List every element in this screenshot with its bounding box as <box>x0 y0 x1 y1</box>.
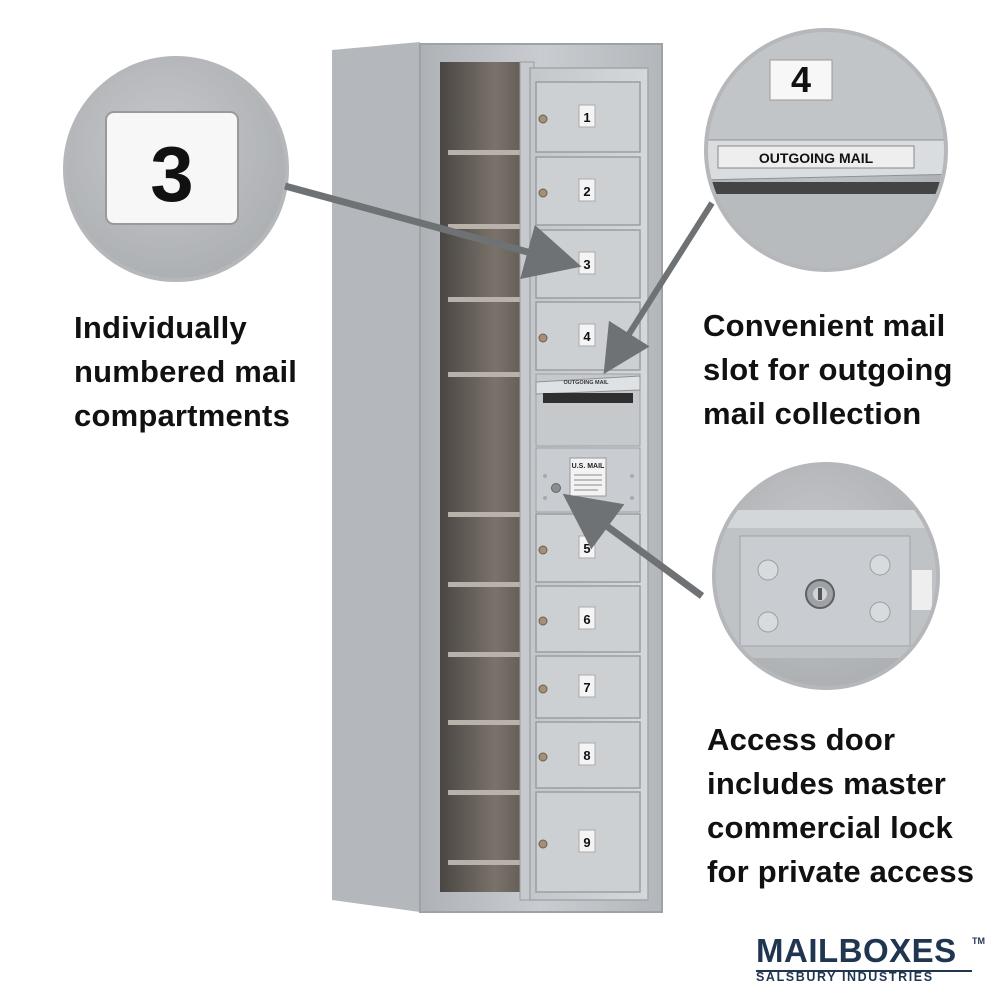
slot-label: OUTGOING MAIL <box>564 380 610 386</box>
zoom-slot-digit: 4 <box>791 59 811 100</box>
interior-shelf <box>448 720 522 725</box>
compartment-number: 8 <box>583 748 590 763</box>
compartment-lock <box>538 684 548 694</box>
compartment-number: 2 <box>583 184 590 199</box>
interior-shelf <box>448 224 522 229</box>
caption-line: mail collection <box>703 396 922 431</box>
compartment-door: 8 <box>535 721 641 789</box>
compartment-lock <box>538 114 548 124</box>
caption-line: slot for outgoing <box>703 352 953 387</box>
callout-arrows <box>284 182 715 599</box>
compartment-number: 3 <box>583 257 590 272</box>
compartment-door: 9 <box>535 791 641 893</box>
caption-line: numbered mail <box>74 354 298 389</box>
caption-line: Access door <box>707 722 896 757</box>
caption-line: Convenient mail <box>703 308 946 343</box>
caption-line: commercial lock <box>707 810 953 845</box>
interior-shelf <box>448 150 522 155</box>
compartment-door: 7 <box>535 655 641 719</box>
arrow-to-lock <box>562 493 705 599</box>
compartment-number: 6 <box>583 612 590 627</box>
compartment-door: 1 <box>535 81 641 153</box>
caption-access-door: Access door includes master commercial l… <box>707 718 974 894</box>
compartment-door: 3 <box>535 229 641 299</box>
mailbox-unit: 1 2 3 4 5 6 7 8 9 OUTGOING MAIL U.S. MAIL <box>332 42 663 913</box>
compartment-door: 5 <box>535 513 641 583</box>
zoom-slot-label: OUTGOING MAIL <box>759 150 874 166</box>
compartment-number: 4 <box>583 329 591 344</box>
interior-shelf <box>448 372 522 377</box>
compartment-lock <box>538 839 548 849</box>
compartment-doors: 1 2 3 4 5 6 7 8 9 <box>535 81 641 893</box>
caption-numbered-compartments: Individually numbered mail compartments <box>74 306 297 438</box>
mailbox-interior <box>440 62 532 892</box>
access-door-lock <box>551 483 561 493</box>
caption-line: includes master <box>707 766 947 801</box>
zoom-number-digit: 3 <box>150 130 193 218</box>
arrow-to-slot <box>603 201 715 375</box>
caption-line: Individually <box>74 310 247 345</box>
brand-divider <box>756 970 972 972</box>
caption-line: for private access <box>707 854 975 889</box>
compartment-door: 2 <box>535 156 641 226</box>
brand-logo: MAILBOXES TM SALSBURY INDUSTRIES <box>756 934 986 984</box>
interior-shelf <box>448 790 522 795</box>
interior-shelf <box>448 297 522 302</box>
interior-shelf <box>448 652 522 657</box>
caption-outgoing-slot: Convenient mail slot for outgoing mail c… <box>703 304 953 436</box>
compartment-number: 7 <box>583 680 590 695</box>
brand-trademark: TM <box>972 936 985 946</box>
interior-shelves <box>448 150 522 865</box>
compartment-lock <box>538 545 548 555</box>
interior-shelf <box>448 860 522 865</box>
zoom-callout-slot: 4 OUTGOING MAIL <box>704 28 948 272</box>
compartment-number: 5 <box>583 541 590 556</box>
outgoing-mail-slot: OUTGOING MAIL <box>535 373 641 447</box>
brand-name: MAILBOXES <box>756 932 957 969</box>
compartment-number: 1 <box>583 110 590 125</box>
zoom-callout-number: 3 <box>63 56 289 282</box>
zoom-callout-lock <box>712 462 940 690</box>
access-door: U.S. MAIL <box>535 447 641 513</box>
caption-line: compartments <box>74 398 291 433</box>
mailbox-side-panel <box>332 42 420 912</box>
interior-shelf <box>448 582 522 587</box>
interior-shelf <box>448 512 522 517</box>
arrow-to-compartment <box>284 182 582 279</box>
compartment-lock <box>538 333 548 343</box>
compartment-lock <box>538 261 548 271</box>
compartment-number: 9 <box>583 835 590 850</box>
compartment-lock <box>538 616 548 626</box>
compartment-door: 6 <box>535 585 641 653</box>
brand-subtitle: SALSBURY INDUSTRIES <box>756 970 934 984</box>
access-door-label: U.S. MAIL <box>572 463 605 470</box>
compartment-lock <box>538 752 548 762</box>
compartment-lock <box>538 188 548 198</box>
